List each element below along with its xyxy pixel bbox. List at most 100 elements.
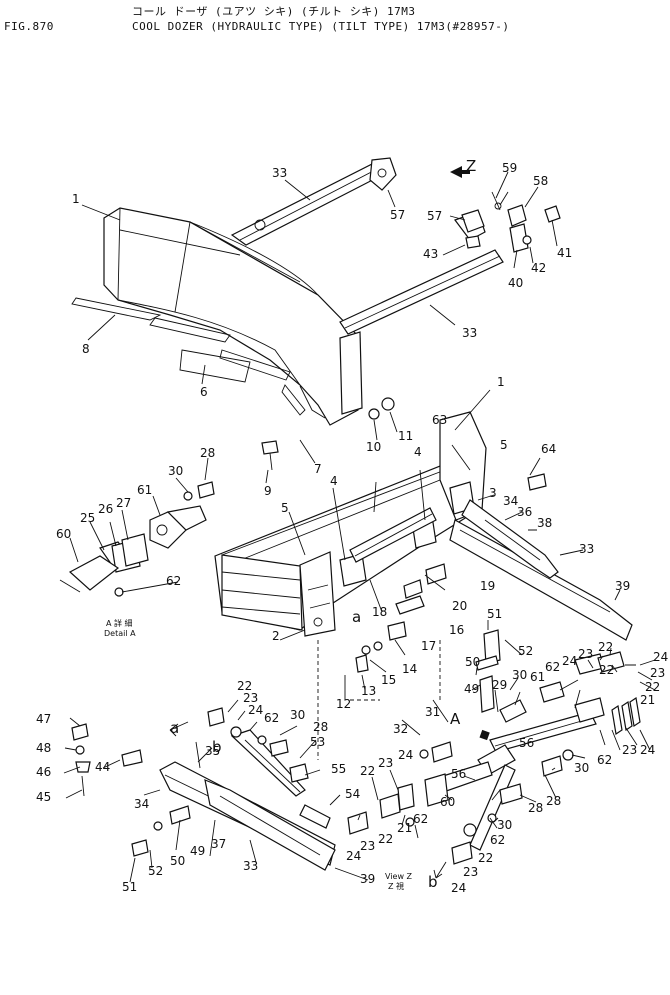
callout-21: 21 [640,693,655,707]
callout-60: 60 [56,527,71,541]
callout-23: 23 [243,691,258,705]
callout-36: 36 [517,505,532,519]
callout-62: 62 [545,660,560,674]
callout-23: 23 [578,647,593,661]
diagram-labels: Z a a b A b A 詳 細 Detail A View Z Z 視 [104,157,476,891]
letter-A-view: A [450,710,461,728]
callout-11: 11 [398,429,413,443]
callout-40: 40 [508,276,523,290]
callout-12: 12 [336,697,351,711]
callout-23: 23 [650,666,665,680]
callout-24: 24 [653,650,668,664]
callout-48: 48 [36,741,51,755]
callout-46: 46 [36,765,51,779]
callout-4: 4 [330,474,338,488]
callout-57: 57 [390,208,405,222]
callout-38: 38 [537,516,552,530]
callout-15: 15 [381,673,396,687]
callout-37: 37 [211,837,226,851]
diagram-title: COOL DOZER (HYDRAULIC TYPE) (TILT TYPE) … [132,20,510,33]
callout-61: 61 [137,483,152,497]
callout-23: 23 [360,839,375,853]
callout-6: 6 [200,385,208,399]
callout-54: 54 [345,787,360,801]
callout-27: 27 [116,496,131,510]
callout-64: 64 [541,442,556,456]
callout-30: 30 [497,818,512,832]
callout-4: 4 [414,445,422,459]
callout-44: 44 [95,760,110,774]
callout-24: 24 [640,743,655,757]
callout-41: 41 [557,246,572,260]
callout-62: 62 [264,711,279,725]
callout-50: 50 [465,655,480,669]
callout-34: 34 [134,797,149,811]
title-japanese: コール ドーザ (ユアツ シキ) (チルト シキ) 17M3 [132,5,416,18]
callout-62: 62 [597,753,612,767]
callout-7: 7 [314,462,322,476]
callout-14: 14 [402,662,417,676]
view-z-japanese: Z 視 [388,882,404,891]
callout-20: 20 [452,599,467,613]
letter-a-upper: a [352,608,361,626]
callout-45: 45 [36,790,51,804]
callout-24: 24 [562,654,577,668]
upper-blade-assembly [71,157,504,471]
callout-30: 30 [290,708,305,722]
callout-23: 23 [463,865,478,879]
callout-53: 53 [310,735,325,749]
callout-3: 3 [489,486,497,500]
callout-62: 62 [166,574,181,588]
callout-42: 42 [531,261,546,275]
callout-28: 28 [313,720,328,734]
callout-22: 22 [378,832,393,846]
callout-30: 30 [512,668,527,682]
lower-left-frame [71,707,336,871]
callout-22: 22 [645,680,660,694]
callout-22: 22 [237,679,252,693]
leader-lines [63,171,656,883]
callout-30: 30 [574,761,589,775]
callout-34: 34 [503,494,518,508]
callout-30: 30 [168,464,183,478]
callout-23: 23 [622,743,637,757]
letter-b-lower-right: b [428,873,438,891]
callout-9: 9 [264,484,272,498]
callout-28: 28 [528,801,543,815]
callout-62: 62 [490,833,505,847]
detail-a-inset [59,481,215,597]
callout-1: 1 [497,375,505,389]
callout-16: 16 [449,623,464,637]
callout-47: 47 [36,712,51,726]
callout-32: 32 [393,722,408,736]
callout-43: 43 [423,247,438,261]
part-callouts: 1 33 57 57 59 58 41 42 40 43 33 8 6 7 10… [36,161,668,895]
letter-a-lower: a [170,719,179,737]
callout-35: 35 [205,744,220,758]
callout-8: 8 [82,342,90,356]
callout-24: 24 [346,849,361,863]
callout-49: 49 [190,844,205,858]
callout-62: 62 [413,812,428,826]
callout-39: 39 [615,579,630,593]
callout-22: 22 [478,851,493,865]
callout-22: 22 [599,663,614,677]
callout-52: 52 [148,864,163,878]
callout-49: 49 [464,682,479,696]
view-z-arrow-label: Z [466,157,476,175]
callout-57: 57 [427,209,442,223]
callout-52: 52 [518,644,533,658]
callout-24: 24 [248,703,263,717]
callout-51: 51 [122,880,137,894]
callout-56: 56 [451,767,466,781]
upper-right-bracket-parts [461,191,561,253]
callout-18: 18 [372,605,387,619]
lower-right-cylinder-parts [347,563,641,865]
callout-28: 28 [200,446,215,460]
callout-25: 25 [80,511,95,525]
callout-24: 24 [398,748,413,762]
callout-19: 19 [480,579,495,593]
callout-31: 31 [425,705,440,719]
callout-33: 33 [579,542,594,556]
callout-58: 58 [533,174,548,188]
